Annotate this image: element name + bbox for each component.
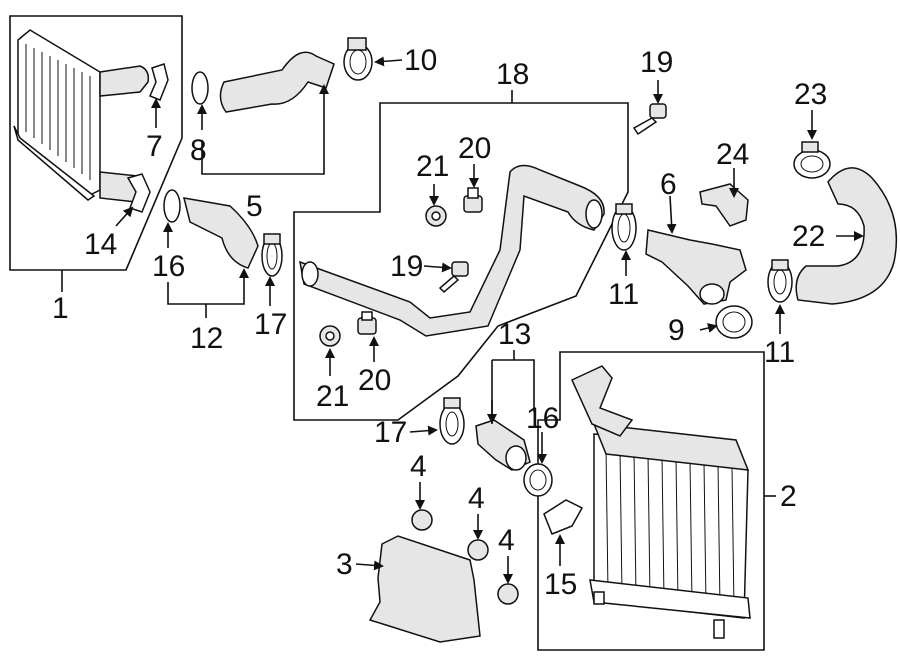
callout-15: 15 [544,568,577,601]
callout-22: 22 [792,220,825,253]
bolt-19-outer-shape [632,103,667,136]
grommet-4a-shape [411,509,433,531]
callout-4b: 4 [468,482,485,515]
shield-3-shape [368,535,481,643]
callout-13: 13 [498,318,531,351]
bolt-20-upper-shape [463,187,483,213]
callout-24: 24 [716,138,749,171]
clamp-11-left-shape [611,203,637,251]
gasket-14-shape [126,173,151,213]
housing-6-shape [645,229,747,305]
o-ring-16-lower-shape [523,463,553,497]
callout-4a: 4 [410,450,427,483]
callout-4c: 4 [498,524,515,557]
callout-11b: 11 [764,336,795,369]
clamp-10-shape [343,37,373,81]
group-box-1 [9,15,183,271]
grommet-4b-shape [467,539,489,561]
callout-1: 1 [52,292,69,325]
callout-9: 9 [668,314,685,347]
fitting-21-upper-shape [425,205,447,227]
clamp-17-upper-shape [261,233,283,277]
callout-23: 23 [794,78,827,111]
group-box-2 [537,351,765,651]
o-ring-9-shape [715,305,753,339]
callout-20b: 20 [358,364,391,397]
bolt-20-lower-shape [357,311,377,335]
callout-2: 2 [780,480,797,513]
callout-labels: 1 2 3 4 4 4 5 6 7 8 9 10 11 11 12 13 14 … [52,44,827,601]
callout-19a: 19 [640,46,673,79]
callout-16a: 16 [152,250,185,283]
clamp-11-right-shape [767,259,793,303]
callout-6: 6 [660,168,677,201]
callout-17a: 17 [254,308,287,341]
hose-5-shape [219,51,335,113]
intercooler-right-drawing [571,365,751,639]
callout-21b: 21 [316,380,349,413]
grommet-4c-shape [497,583,519,605]
callout-11a: 11 [608,278,639,311]
callout-20a: 20 [458,132,491,165]
o-ring-16-shape [163,189,181,223]
callout-19b: 19 [390,250,423,283]
callout-3: 3 [336,548,353,581]
callout-12: 12 [190,322,223,355]
fitting-21-lower-shape [319,325,341,347]
group-box-18 [293,102,629,421]
gasket-7-shape [149,63,169,101]
clamp-17-lower-shape [439,397,465,445]
callout-18: 18 [496,58,529,91]
clamp-23-shape [793,141,831,179]
callout-17b: 17 [374,416,407,449]
leader-lines [61,56,864,584]
bracket-24-shape [699,183,749,227]
gasket-15-shape [543,499,584,535]
callout-10: 10 [404,44,437,77]
callout-14: 14 [84,228,117,261]
intercooler-left-drawing [13,29,150,203]
bolt-19-inner-shape [438,261,469,294]
callout-16b: 16 [526,402,559,435]
callout-21a: 21 [416,150,449,183]
o-ring-8-shape [191,71,209,105]
callout-7: 7 [146,130,163,163]
callout-5: 5 [246,190,263,223]
hose-22-shape [795,167,898,305]
pipe-18-shape [299,164,605,337]
callout-8: 8 [190,134,207,167]
